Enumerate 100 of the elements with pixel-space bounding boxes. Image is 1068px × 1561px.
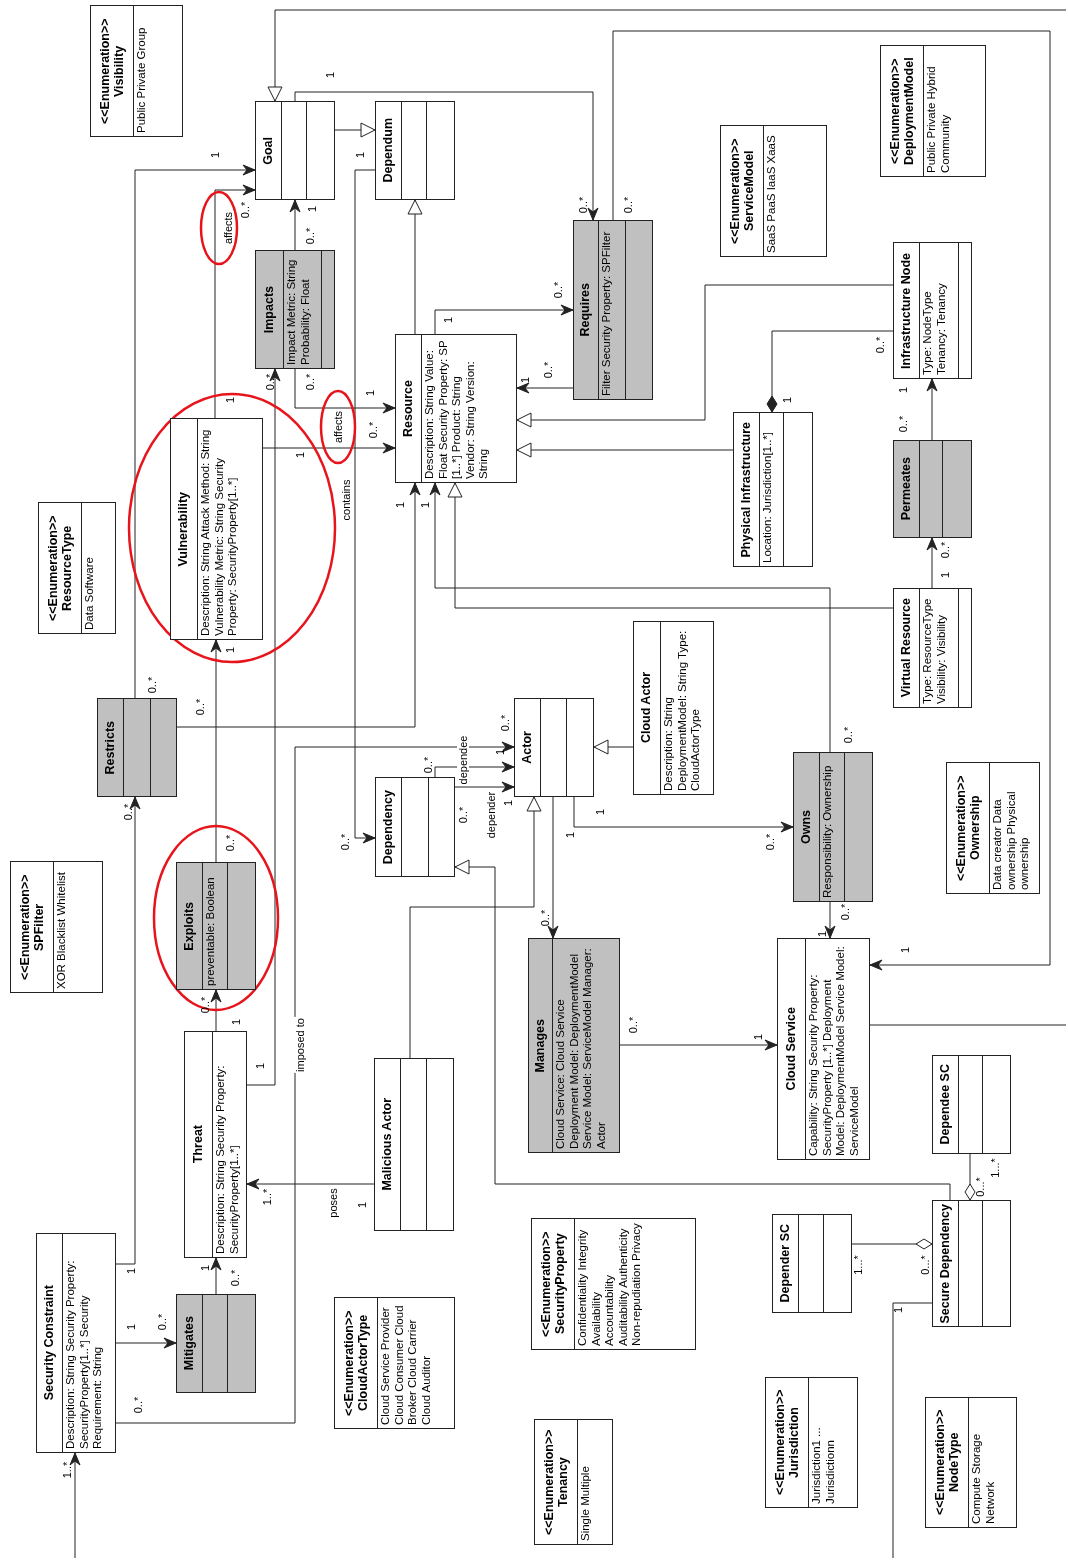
class-name: Permeates (899, 457, 914, 521)
class-name: Restricts (103, 720, 118, 775)
generalization-arrow (334, 122, 376, 138)
edge-label: dependee (457, 734, 469, 786)
arrow (612, 30, 1051, 971)
multiplicity-label: 0..* (224, 834, 236, 852)
multiplicity-label: 1 (502, 799, 514, 807)
multiplicity-label: 0..* (539, 909, 551, 927)
multiplicity-label: 1 (224, 646, 236, 654)
generalization-arrow (407, 199, 423, 335)
multiplicity-label: 1 (594, 808, 606, 816)
class-name: Cloud Actor (640, 672, 654, 744)
multiplicity-label: 1 (816, 930, 828, 938)
class-name: Dependee SC (938, 1064, 953, 1145)
association-class-box (255, 250, 335, 369)
edge-label: depender (485, 790, 497, 840)
multiplicity-label: 0..* (264, 373, 276, 391)
association-class-box (573, 220, 653, 400)
multiplicity-label: 0..* (622, 196, 634, 214)
class-name: Dependency (381, 789, 396, 865)
multiplicity-label: 1 (419, 501, 431, 509)
class-name: Manages (533, 1018, 548, 1073)
multiplicity-label: 1 (354, 151, 366, 159)
arrow (547, 796, 559, 939)
edge-label: affects (332, 409, 344, 445)
class-box (932, 1200, 1011, 1327)
multiplicity-label: 1 (752, 1033, 764, 1041)
multiplicity-label: 1...* (852, 1255, 864, 1275)
edge-label: imposed to (294, 1017, 306, 1073)
multiplicity-label: 0...* (974, 1177, 986, 1197)
generalization-arrow (516, 284, 894, 428)
multiplicity-label: 0..* (764, 833, 776, 851)
enumeration-box (720, 125, 827, 257)
arrow (115, 741, 515, 1424)
multiplicity-label: 1 (125, 1267, 137, 1275)
attribute-list: Filter Security Property: SPFilter (599, 221, 615, 399)
multiplicity-label: 1 (564, 831, 576, 839)
arrow (429, 482, 831, 753)
arrow (434, 761, 515, 778)
arrow (246, 368, 281, 1086)
enumeration-values: Compute Storage Network (969, 1432, 997, 1526)
association-class-box (893, 440, 972, 538)
enumeration-values: Public Private Group (134, 26, 148, 135)
multiplicity-label: 0..* (239, 201, 251, 219)
multiplicity-label: 1 (294, 451, 306, 459)
attribute-list: Responsibility: Ownership (820, 753, 836, 901)
arrow (926, 378, 938, 441)
attribute-list: Cloud Service: Cloud Service Deployment Model: DeploymentModel Service Model: ServiceModel Manager: Actor (553, 939, 609, 1152)
multiplicity-label: 0..* (132, 1396, 144, 1414)
multiplicity-label: 1 (781, 396, 793, 404)
attribute-list: Description: String DeploymentModel: String Type: CloudActorType (661, 622, 704, 794)
class-box (777, 938, 870, 1160)
generalization-arrow (516, 442, 734, 458)
class-name: Depender SC (778, 1224, 793, 1303)
enumeration-box (765, 1377, 858, 1508)
class-name: Threat (191, 1125, 206, 1164)
class-name: Impacts (262, 285, 277, 334)
association-class-box (97, 698, 177, 797)
multiplicity-label: 0..* (156, 1313, 168, 1331)
multiplicity-label: 1 (394, 501, 406, 509)
multiplicity-label: 1 (442, 316, 454, 324)
multiplicity-label: 0..* (542, 361, 554, 379)
attribute-list: Type: NodeType Tenancy: Tenancy (920, 243, 949, 378)
association-class-box (176, 862, 256, 990)
multiplicity-label: 0...* (919, 1255, 931, 1275)
class-box (932, 1055, 1011, 1154)
multiplicity-label: 0..* (367, 421, 379, 439)
class-box (395, 334, 517, 483)
arrow (294, 368, 396, 414)
enumeration-name: <<Enumeration>> DeploymentModel (888, 56, 916, 167)
class-box (184, 1031, 247, 1258)
composition-line (766, 330, 894, 413)
association-class-box (176, 1294, 256, 1393)
multiplicity-label: 1 (199, 1264, 211, 1272)
enumeration-name: <<Enumeration>> ServiceModel (728, 137, 756, 246)
arrow (434, 304, 574, 335)
arrow (289, 199, 301, 251)
enumeration-name: <<Enumeration>> SPFilter (18, 873, 46, 982)
multiplicity-label: 0..* (577, 196, 589, 214)
multiplicity-label: 1 (230, 1018, 242, 1026)
class-name: Exploits (182, 901, 197, 951)
attribute-list: Capability: String Security Property: SecurityProperty [1..*] Deployment Model: DeploymentModel Service Model: ServiceModel (806, 939, 862, 1159)
multiplicity-label: 1 (254, 1062, 266, 1070)
multiplicity-label: 0..* (552, 281, 564, 299)
multiplicity-label: 1 (494, 748, 506, 756)
generalization-arrow (454, 859, 951, 1201)
enumeration-box (534, 1419, 613, 1545)
multiplicity-label: 0..* (839, 903, 851, 921)
edge-label: affects (222, 210, 234, 246)
multiplicity-label: 1...* (989, 1158, 1001, 1178)
enumeration-values: Single Multiple (578, 1465, 592, 1543)
class-name: Malicious Actor (380, 1098, 395, 1191)
arrow (262, 442, 396, 454)
multiplicity-label: 0..* (422, 756, 434, 774)
class-name: Vulnerability (177, 491, 191, 567)
class-name: Physical Infrastructure (739, 421, 754, 558)
enumeration-box (880, 45, 986, 177)
enumeration-name: <<Enumeration>> Visibility (98, 17, 126, 126)
association-line (869, 1024, 1067, 1026)
attribute-list: Type: ResourceType Visibility: Visibility (920, 589, 949, 707)
